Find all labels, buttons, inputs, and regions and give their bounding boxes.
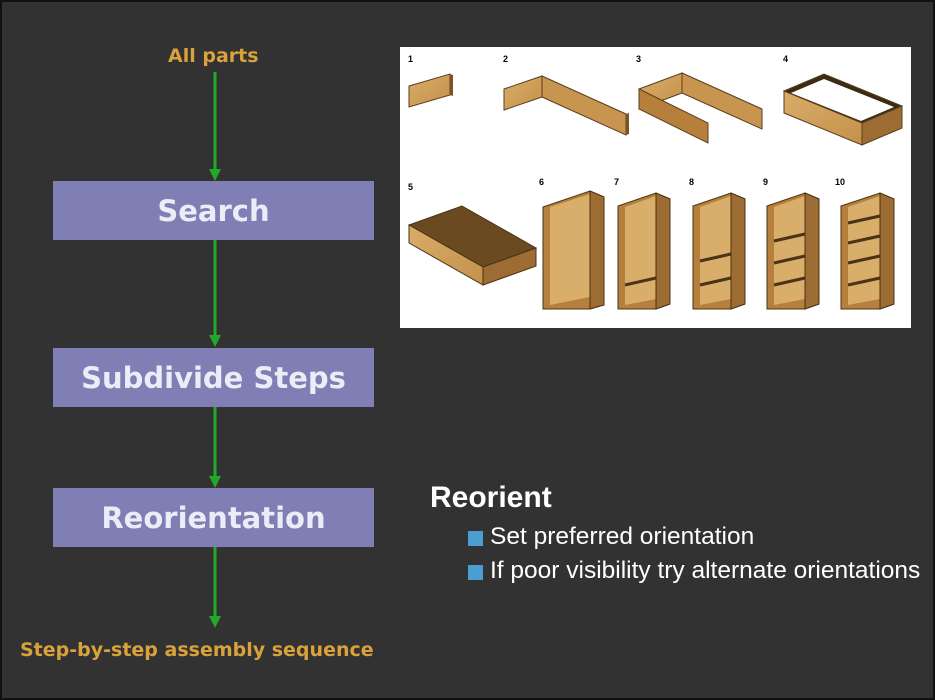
- reorient-bullet-list: Set preferred orientation If poor visibi…: [468, 523, 920, 585]
- step-number-10: 10: [835, 177, 845, 187]
- bullet-square-icon: [468, 565, 483, 580]
- step-number-2: 2: [503, 54, 508, 64]
- step-search: Search: [53, 181, 374, 240]
- step-7-case: [617, 192, 671, 310]
- step-number-6: 6: [539, 177, 544, 187]
- step-8-case: [692, 192, 746, 310]
- step-6-case: [542, 190, 605, 310]
- step-number-5: 5: [408, 182, 413, 192]
- flow-end-label: Step-by-step assembly sequence: [20, 639, 374, 661]
- flow-start-label: All parts: [168, 45, 259, 67]
- arrow-3: [209, 407, 221, 488]
- step-number-7: 7: [614, 177, 619, 187]
- bullet-text: Set preferred orientation: [490, 523, 755, 550]
- step-2-parts: [503, 75, 629, 136]
- step-number-4: 4: [783, 54, 788, 64]
- step-subdivide: Subdivide Steps: [53, 348, 374, 407]
- step-number-3: 3: [636, 54, 641, 64]
- assembly-figure: 1 2 3 4 5 6 7 8 9 10: [400, 47, 911, 328]
- step-5-box: [407, 205, 538, 286]
- arrow-1: [209, 72, 221, 181]
- bullet-square-icon: [468, 531, 483, 546]
- step-reorientation: Reorientation: [53, 488, 374, 547]
- step-4-parts: [782, 73, 904, 146]
- step-9-case: [766, 192, 820, 310]
- step-number-9: 9: [763, 177, 768, 187]
- reorient-heading: Reorient: [430, 481, 552, 514]
- reorient-section: Reorient Set preferred orientation If po…: [430, 481, 920, 591]
- bullet-text: If poor visibility try alternate orienta…: [490, 557, 921, 584]
- bullet-item: If poor visibility try alternate orienta…: [468, 557, 920, 585]
- step-number-8: 8: [689, 177, 694, 187]
- bullet-item: Set preferred orientation: [468, 523, 920, 551]
- step-3-parts: [638, 72, 763, 144]
- step-10-case: [840, 192, 895, 310]
- assembly-illustration: 1 2 3 4 5 6 7 8 9 10: [407, 54, 904, 310]
- step-number-1: 1: [408, 54, 413, 64]
- arrow-4: [209, 547, 221, 628]
- step-1-board: [408, 73, 453, 108]
- arrow-2: [209, 240, 221, 347]
